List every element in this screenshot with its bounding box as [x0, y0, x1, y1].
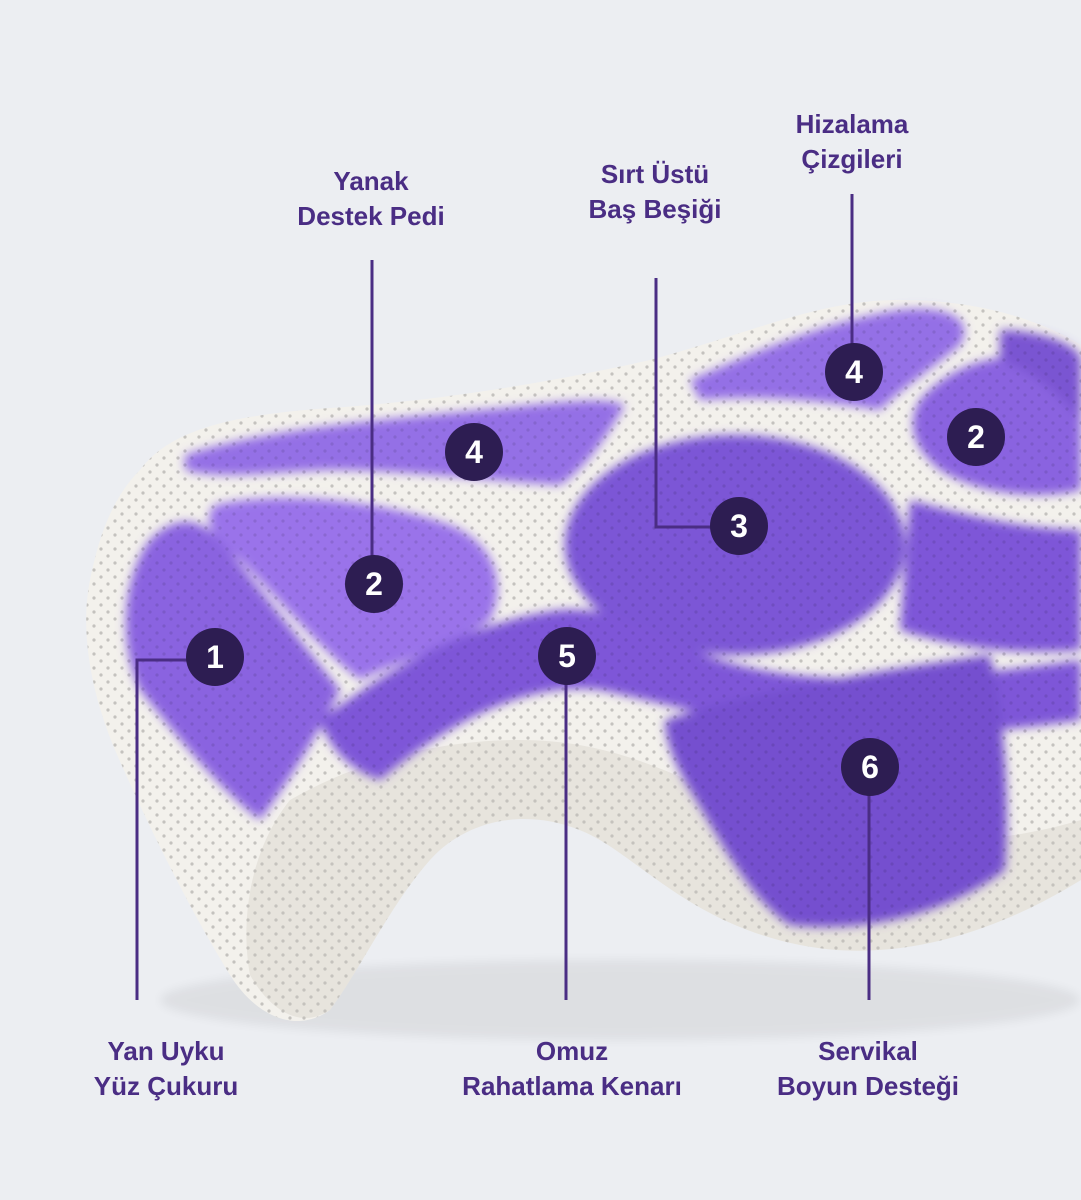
svg-text:4: 4 — [465, 434, 483, 470]
svg-text:5: 5 — [558, 638, 576, 674]
svg-text:6: 6 — [861, 749, 879, 785]
leader-line-1 — [135, 658, 200, 1000]
label-side-sleep-face-well: Yan Uyku Yüz Çukuru — [94, 1034, 238, 1104]
label-line: Destek Pedi — [297, 201, 445, 231]
leader-line-3 — [654, 278, 730, 529]
label-line: Sırt Üstü — [600, 159, 710, 189]
marker-2-right: 2 — [947, 408, 1005, 466]
marker-1: 1 — [186, 628, 244, 686]
label-cheek-support-pad: Yanak Destek Pedi — [297, 164, 444, 234]
label-line: Yüz Çukuru — [93, 1071, 239, 1101]
marker-3: 3 — [710, 497, 768, 555]
label-line: Baş Beşiği — [588, 194, 722, 224]
marker-6: 6 — [841, 738, 899, 796]
pillow — [86, 300, 1081, 1040]
label-line: Rahatlama Kenarı — [462, 1071, 682, 1101]
label-cervical-neck-support: Servikal Boyun Desteği — [777, 1034, 959, 1104]
svg-text:1: 1 — [206, 639, 224, 675]
svg-text:2: 2 — [365, 566, 383, 602]
leader-lines — [135, 194, 871, 1000]
markers: 1 2 2 3 4 4 5 6 — [186, 343, 1005, 796]
label-line: Omuz — [535, 1036, 609, 1066]
label-line: Servikal — [818, 1036, 918, 1066]
label-line: Yan Uyku — [107, 1036, 225, 1066]
label-line: Çizgileri — [801, 144, 903, 174]
svg-text:4: 4 — [845, 354, 863, 390]
svg-text:3: 3 — [730, 508, 748, 544]
label-line: Hizalama — [795, 109, 909, 139]
marker-2-left: 2 — [345, 555, 403, 613]
marker-4-left: 4 — [445, 423, 503, 481]
label-back-head-cradle: Sırt Üstü Baş Beşiği — [589, 157, 722, 227]
marker-4-right: 4 — [825, 343, 883, 401]
label-line: Yanak — [333, 166, 409, 196]
label-line: Boyun Desteği — [776, 1071, 960, 1101]
label-alignment-lines: Hizalama Çizgileri — [796, 107, 909, 177]
svg-text:2: 2 — [967, 419, 985, 455]
label-shoulder-relief-edge: Omuz Rahatlama Kenarı — [462, 1034, 682, 1104]
marker-5: 5 — [538, 627, 596, 685]
